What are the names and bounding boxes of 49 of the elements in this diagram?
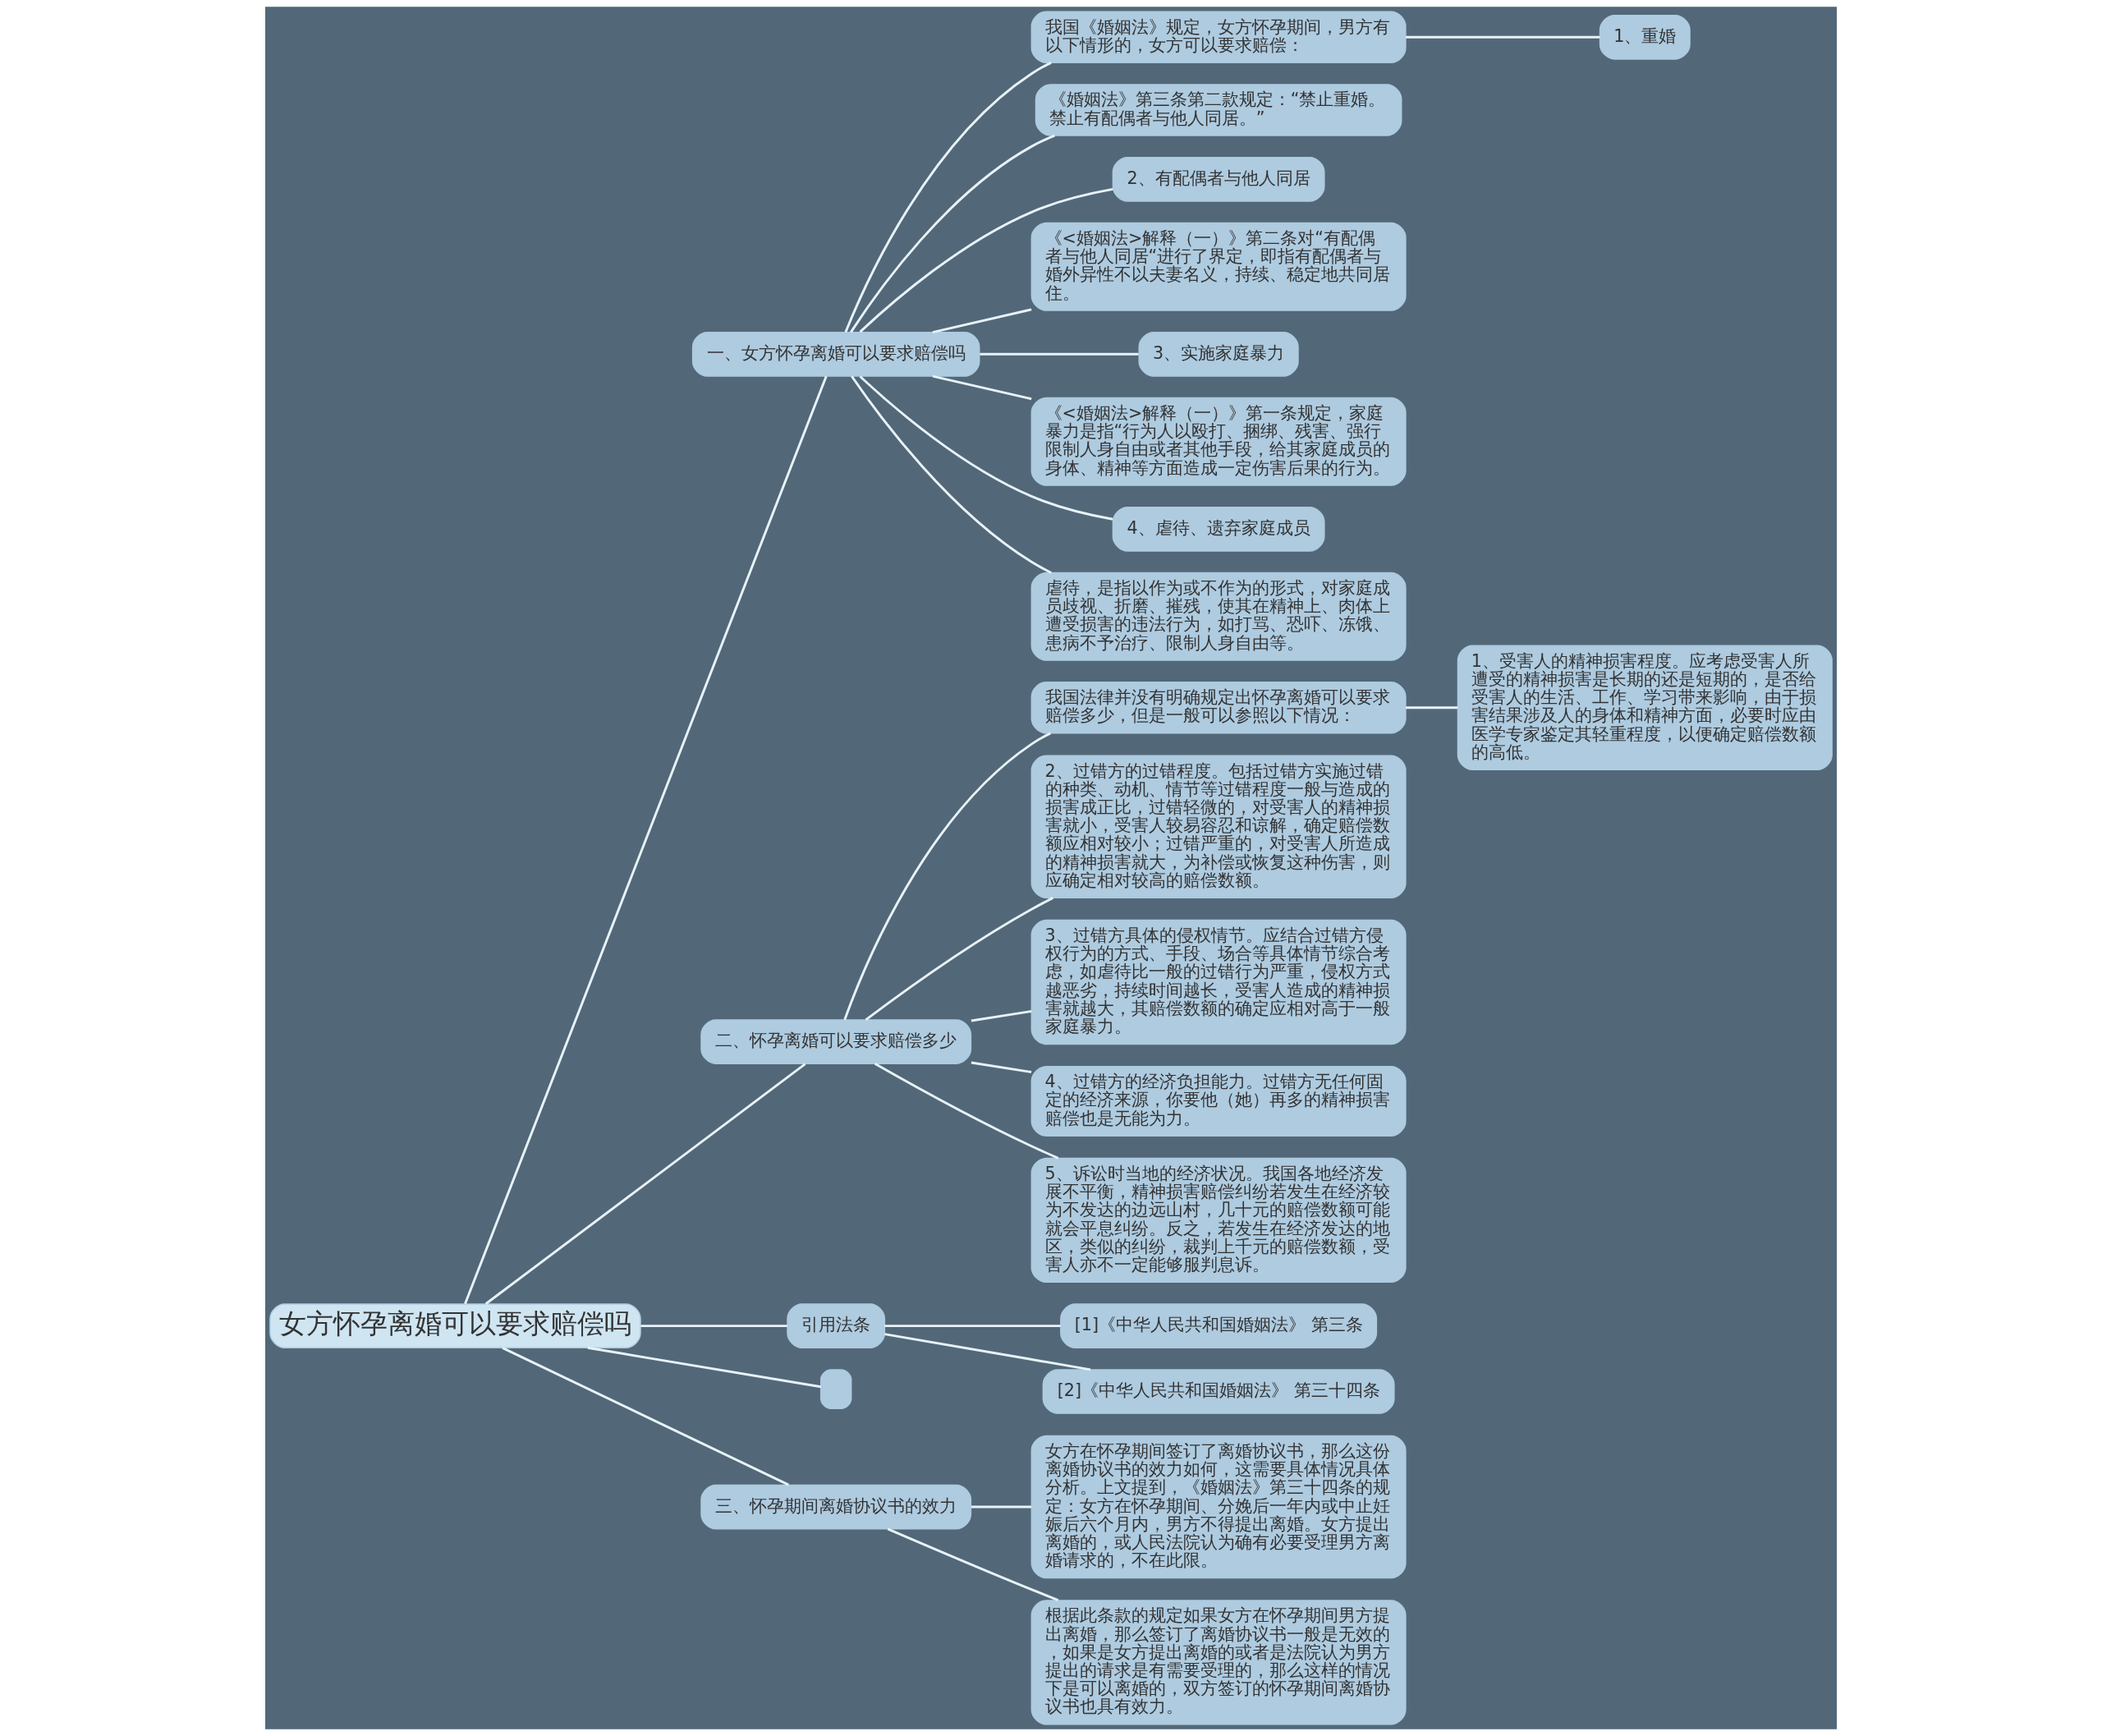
connector xyxy=(850,134,1055,333)
node-box: 女方在怀孕期间签订了离婚协议书，那么这份离婚协议书的效力如何，这需要具体情况具体分析。上文提到，《婚姻法》第三十四条的规定：女方在怀孕期间、分娩后一年内或中止妊娠后六个月内，男方不得提出离婚。女方提出离婚的，或人民法院认为确有必要受理男方离婚请求的，不在此限。 xyxy=(1030,1435,1407,1579)
node-box: 根据此条款的规定如果女方在怀孕期间男方提出离婚，那么签订了离婚协议书一般是无效的，如果是女方提出离婚的或者是法院认为男方提出的请求是有需要受理的，那么这样的情况下是可以离婚的，双方签订的怀孕期间离婚协议书也具有效力。 xyxy=(1030,1600,1407,1725)
node-box: 《<婚姻法>解释（一）》第一条规定，家庭暴力是指“行为人以殴打、捆绑、残害、强行限制人身自由或者其他手段，给其家庭成员的身体、精神等方面造成一定伤害后果的行为。 xyxy=(1030,397,1407,486)
connector xyxy=(1406,35,1600,39)
node-box: 2、过错方的过错程度。包括过错方实施过错的种类、动机、情节等过错程度一般与造成的损害成正比，过错轻微的，对受害人的精神损害就小，受害人较易容忍和谅解，确定赔偿数额应相对较小；过错严重的，对受害人所造成的精神损害就大，为补偿或恢复这种伤害，则应确定相对较高的赔偿数额。 xyxy=(1030,755,1407,898)
connector xyxy=(884,1325,1061,1328)
connector xyxy=(587,1346,821,1389)
node-box: 我国法律并没有明确规定出怀孕离婚可以要求赔偿多少，但是一般可以参照以下情况： xyxy=(1030,681,1407,734)
connector xyxy=(874,1062,1059,1160)
node-box: 三、怀孕期间离婚协议书的效力 xyxy=(700,1484,972,1530)
node-box xyxy=(819,1369,852,1409)
connector xyxy=(859,187,1113,333)
connector xyxy=(865,897,1054,1022)
node-box: 二、怀孕离婚可以要求赔偿多少 xyxy=(700,1019,972,1064)
node-box: 3、过错方具体的侵权情节。应结合过错方侵权行为的方式、手段、场合等具体情节综合考虑，如虐待比一般的过错行为严重，侵权方式越恶劣，持续时间越长，受害人造成的精神损害就越大，其赔偿数额的确定应相对高于一般家庭暴力。 xyxy=(1030,919,1407,1045)
connector xyxy=(971,1061,1032,1073)
connector xyxy=(502,1347,789,1486)
connector xyxy=(884,1333,1091,1371)
node-box: [1]《中华人民共和国婚姻法》 第三条 xyxy=(1060,1303,1378,1348)
node-box: 4、过错方的经济负担能力。过错方无任何固定的经济来源，你要他（她）再多的精神损害赔偿也是无能为力。 xyxy=(1030,1066,1407,1137)
node-box: 《婚姻法》第三条第二款规定：“禁止重婚。禁止有配偶者与他人同居。” xyxy=(1035,84,1402,136)
node-box: 2、有配偶者与他人同居 xyxy=(1112,156,1325,202)
connector xyxy=(980,352,1139,356)
connector xyxy=(971,1505,1031,1509)
connector xyxy=(971,1010,1032,1022)
connector xyxy=(887,1527,1059,1602)
node-box: 4、虐待、遗弃家庭成员 xyxy=(1112,506,1325,552)
connector xyxy=(843,732,1052,1021)
node-box: 女方怀孕离婚可以要求赔偿吗 xyxy=(269,1303,641,1348)
connector xyxy=(844,62,1052,333)
node-box: 5、诉讼时当地的经济状况。我国各地经济发展不平衡，精神损害赔偿纠纷若发生在经济较为不发达的边远山村，几十元的赔偿数额可能就会平息纠纷。反之，若发生在经济发达的地区，类似的纠纷，裁判上千元的赔偿数额，受害人亦不一定能够服判息诉。 xyxy=(1030,1157,1407,1284)
node-box: 一、女方怀孕离婚可以要求赔偿吗 xyxy=(691,331,980,377)
node-box: 《<婚姻法>解释（一）》第二条对“有配偶者与他人同居“进行了界定，即指有配偶者与婚外异性不以夫妻名义，持续、稳定地共同居住。 xyxy=(1030,222,1407,311)
connector xyxy=(484,1063,806,1305)
connector xyxy=(932,374,1032,401)
connector xyxy=(464,375,828,1305)
connector xyxy=(859,375,1113,521)
node-box: [2]《中华人民共和国婚姻法》 第三十四条 xyxy=(1042,1369,1395,1414)
connector xyxy=(640,1325,787,1328)
connector xyxy=(1406,706,1458,710)
connector xyxy=(932,308,1032,334)
node-box: 1、受害人的精神损害程度。应考虑受害人所遭受的精神损害是长期的还是短期的，是否给受害人的生活、工作、学习带来影响，由于损害结果涉及人的身体和精神方面，必要时应由医学专家鉴定其轻重程度，以便确定赔偿数额的高低。 xyxy=(1457,645,1833,770)
node-box: 3、实施家庭暴力 xyxy=(1138,331,1299,377)
node-box: 我国《婚姻法》规定，女方怀孕期间，男方有以下情形的，女方可以要求赔偿： xyxy=(1030,11,1407,64)
connector xyxy=(851,375,1052,574)
node-box: 1、重婚 xyxy=(1599,14,1691,60)
node-box: 引用法条 xyxy=(787,1303,886,1348)
node-box: 虐待，是指以作为或不作为的形式，对家庭成员歧视、折磨、摧残，使其在精神上、肉体上遭受损害的违法行为，如打骂、恐吓、冻饿、患病不予治疗、限制人身自由等。 xyxy=(1030,572,1407,661)
